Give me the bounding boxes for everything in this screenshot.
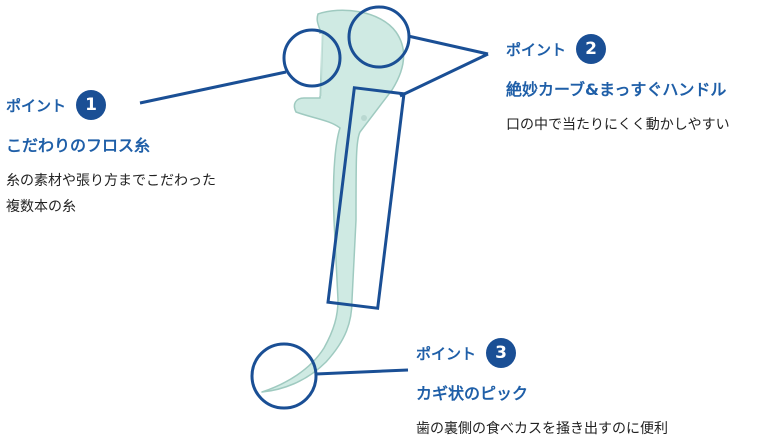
- callout-2-leader-a: [407, 34, 489, 56]
- point-1-number-badge: 1: [76, 90, 107, 120]
- callout-point-1: ポイント 1 こだわりのフロス糸 糸の素材や張り方までこだわった 複数本の糸: [6, 90, 216, 220]
- handle-dot: [361, 115, 367, 121]
- callout-point-2: ポイント 2 絶妙カーブ&まっすぐハンドル 口の中で当たりにくく動かしやすい: [506, 34, 730, 138]
- point-3-headline: カギ状のピック: [416, 384, 529, 403]
- floss-diagram: ポイント 1 こだわりのフロス糸 糸の素材や張り方までこだわった 複数本の糸 ポ…: [6, 5, 730, 437]
- callout-3-leader: [315, 368, 409, 376]
- floss-pick-illustration: [139, 5, 489, 410]
- point-1-header: ポイント 1: [6, 90, 216, 120]
- point-3-description: 歯の裏側の食べカスを掻き出すのに便利: [416, 421, 668, 437]
- point-2-number-badge: 2: [576, 34, 607, 64]
- point-1-description: 糸の素材や張り方までこだわった 複数本の糸: [6, 173, 216, 215]
- point-3-label: ポイント: [416, 344, 477, 363]
- callout-2-leader-b: [399, 52, 489, 98]
- point-3-number-badge: 3: [486, 338, 517, 368]
- point-2-label: ポイント: [506, 40, 567, 59]
- callout-2-rect: [326, 86, 406, 310]
- point-3-header: ポイント 3: [416, 338, 668, 368]
- callout-point-3: ポイント 3 カギ状のピック 歯の裏側の食べカスを掻き出すのに便利: [416, 338, 668, 442]
- point-2-description: 口の中で当たりにくく動かしやすい: [506, 117, 730, 133]
- callout-1-leader: [139, 70, 287, 105]
- point-2-header: ポイント 2: [506, 34, 730, 64]
- floss-pick-shape: [261, 9, 405, 393]
- point-1-label: ポイント: [6, 96, 67, 115]
- point-1-headline: こだわりのフロス糸: [6, 136, 151, 155]
- callout-1-circle: [282, 28, 342, 88]
- point-2-headline: 絶妙カーブ&まっすぐハンドル: [506, 80, 727, 99]
- callout-3-circle: [250, 342, 318, 410]
